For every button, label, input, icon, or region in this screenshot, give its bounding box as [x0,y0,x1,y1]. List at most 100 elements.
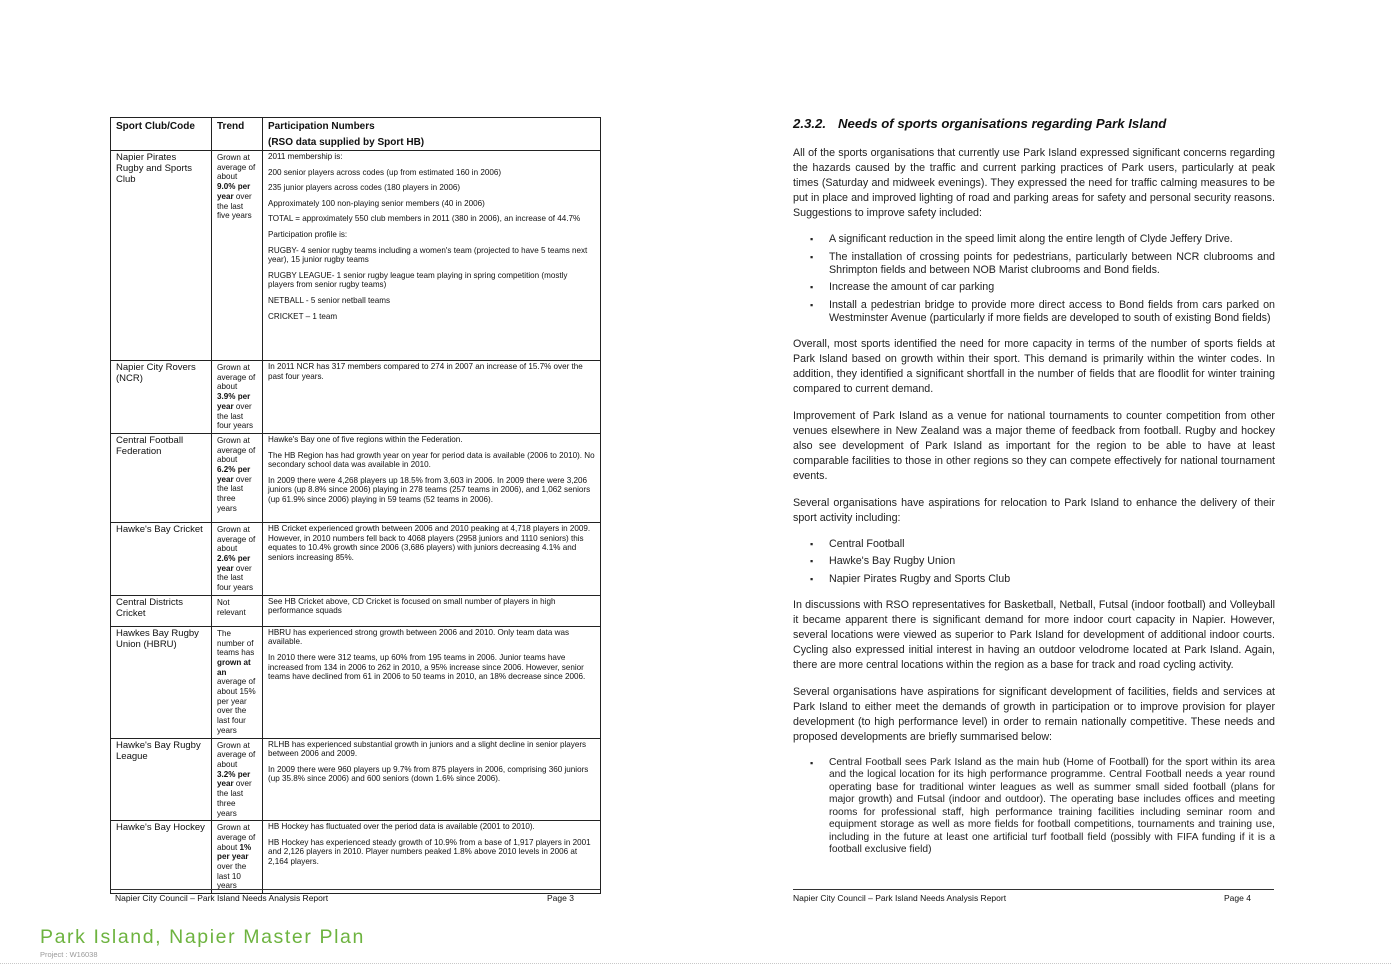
participation-line: 235 junior players across codes (180 pla… [268,183,461,193]
participation-cell: RLHB has experienced substantial growth … [262,737,601,822]
header-participation-title: Participation Numbers [268,121,375,132]
bullet-item: A significant reduction in the speed lim… [793,233,1275,246]
club-name-cell: Central Districts Cricket [110,594,212,627]
trend-rate: grown at an [217,657,251,677]
participation-line: See HB Cricket above, CD Cricket is focu… [268,596,556,616]
paragraph: Overall, most sports identified the need… [793,337,1275,395]
participation-line: HB Hockey has fluctuated over the period… [268,822,535,832]
participation-line: In 2011 NCR has 317 members compared to … [268,362,583,381]
left-page: Sport Club/Code Trend Participation Numb… [0,0,695,967]
participation-line: Participation profile is: [268,229,348,239]
trend-text: Grown at average of about [217,435,256,465]
trend-rate: 1% per year [217,842,252,862]
participation-line: HB Hockey has experienced steady growth … [268,837,591,866]
footer-page-number: Page 4 [1224,893,1251,903]
trend-text: The number of teams has [217,628,255,658]
brand-title: Park Island, Napier Master Plan [40,926,365,948]
club-name-cell: Hawke's Bay Rugby League [110,737,212,822]
trend-period: over the last three years [217,779,252,818]
trend-period: over the last three years [217,474,252,513]
participation-table: Sport Club/Code Trend Participation Numb… [110,117,601,895]
header-trend: Trend [211,117,263,151]
club-name-cell: Napier Pirates Rugby and Sports Club [110,150,212,361]
table-row: Napier City Rovers (NCR)Grown at average… [110,360,601,434]
participation-line: NETBALL - 5 senior netball teams [268,295,391,305]
club-name-cell: Napier City Rovers (NCR) [110,360,212,434]
trend-rate: 2.6% per year [217,554,251,573]
participation-cell: HBRU has experienced strong growth betwe… [262,625,601,739]
table-row: Hawkes Bay Rugby Union (HBRU)The number … [110,625,601,739]
footer-left: Napier City Council – Park Island Needs … [110,889,600,904]
participation-cell: See HB Cricket above, CD Cricket is focu… [262,594,601,627]
participation-line: HB Cricket experienced growth between 20… [268,523,591,562]
trend-cell: Grown at average of about 3.2% per year … [211,737,263,822]
trend-text: Grown at average of about [217,524,256,554]
dotted-divider [0,963,1391,964]
section-body: All of the sports organisations that cur… [793,146,1275,869]
section-title: Needs of sports organisations regarding … [838,116,1167,131]
trend-period: over the last four years [217,401,253,431]
section-number: 2.3.2. [793,116,826,131]
bullet-list: Central Football sees Park Island as the… [793,757,1275,857]
trend-period: over the last 10 years [217,862,247,891]
club-name-cell: Central Football Federation [110,432,212,523]
trend-period: average of about 15% per year over the l… [217,677,256,735]
participation-line: 2011 membership is: [268,152,343,161]
participation-cell: HB Cricket experienced growth between 20… [262,521,601,596]
participation-line: Approximately 100 non-playing senior mem… [268,198,485,208]
participation-line: HBRU has experienced strong growth betwe… [268,627,569,647]
trend-period: over the last four years [217,563,253,593]
trend-cell: Grown at average of about 9.0% per year … [211,150,263,361]
trend-cell: The number of teams has grown at an aver… [211,625,263,739]
footer-report-title: Napier City Council – Park Island Needs … [793,893,1007,903]
trend-cell: Not relevant [211,594,263,627]
participation-line: RUGBY LEAGUE- 1 senior rugby league team… [268,270,568,290]
participation-line: The HB Region has had growth year on yea… [268,450,595,470]
participation-line: In 2010 there were 312 teams, up 60% fro… [268,653,586,682]
trend-text: Not relevant [217,597,246,617]
bullet-item: Central Football [793,538,1275,551]
trend-text: Grown at average of about [217,363,256,392]
header-club: Sport Club/Code [110,117,212,151]
participation-line: Hawke's Bay one of five regions within t… [268,434,463,444]
footer-right: Napier City Council – Park Island Needs … [793,889,1274,904]
footer-report-title: Napier City Council – Park Island Needs … [115,893,329,903]
bullet-list: A significant reduction in the speed lim… [793,233,1275,325]
project-id: Project : W16038 [40,950,98,959]
paragraph: Several organisations have aspirations f… [793,496,1275,524]
trend-rate: 3.2% per year [217,769,251,789]
participation-line: In 2009 there were 4,268 players up 18.5… [268,475,591,504]
bullet-item: Central Football sees Park Island as the… [793,757,1275,857]
paragraph: All of the sports organisations that cur… [793,147,1275,219]
trend-rate: 6.2% per year [217,465,251,484]
participation-cell: In 2011 NCR has 317 members compared to … [262,360,601,434]
bullet-item: Hawke's Bay Rugby Union [793,555,1275,568]
bullet-item: Increase the amount of car parking [793,281,1275,294]
bullet-item: Install a pedestrian bridge to provide m… [793,299,1275,325]
paragraph: In discussions with RSO representatives … [793,598,1275,671]
bullet-item: Napier Pirates Rugby and Sports Club [793,573,1275,586]
trend-text: Grown at average of about [217,740,256,769]
trend-rate: 3.9% per year [217,392,251,411]
participation-cell: 2011 membership is: 200 senior players ac… [262,150,601,361]
participation-line: 200 senior players across codes (up from… [268,167,502,177]
trend-rate: 9.0% per year [217,182,251,201]
footer-page-number: Page 3 [547,893,574,903]
table-header-row: Sport Club/Code Trend Participation Numb… [110,117,601,151]
trend-cell: Grown at average of about 3.9% per year … [211,360,263,434]
header-participation-sub: (RSO data supplied by Sport HB) [268,137,425,148]
bullet-list: Central FootballHawke's Bay Rugby UnionN… [793,538,1275,586]
paragraph: Several organisations have aspirations f… [793,685,1275,743]
trend-text: Grown at average of about [217,823,256,852]
bullet-item: The installation of crossing points for … [793,251,1275,277]
club-name-cell: Hawkes Bay Rugby Union (HBRU) [110,625,212,739]
participation-cell: Hawke's Bay one of five regions within t… [262,432,601,523]
section-heading: 2.3.2. Needs of sports organisations rega… [793,116,1166,131]
club-name-cell: Hawke's Bay Hockey [110,820,212,895]
